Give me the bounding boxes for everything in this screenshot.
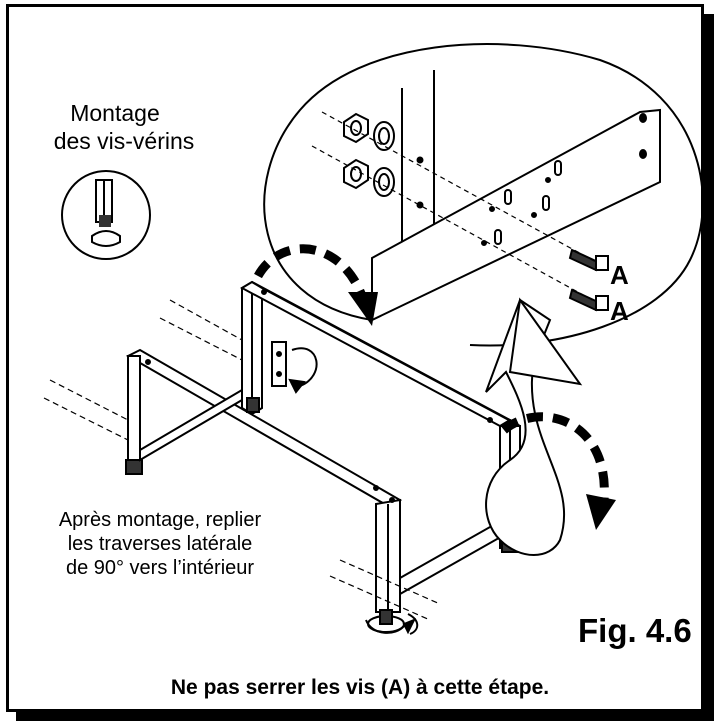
- instruction-line-3: de 90° vers l’intérieur: [65, 557, 255, 579]
- figure-number: Fig. 4.6: [578, 612, 692, 649]
- frame-structure: [125, 280, 521, 633]
- fold-arrow: [485, 298, 566, 556]
- alignment-guides: [43, 299, 441, 621]
- zoom-detail-bubble: [263, 43, 704, 347]
- montage-subtitle: des vis-vérins: [53, 128, 195, 154]
- instruction-line-2: les traverses latérale: [67, 533, 253, 555]
- bolt-label-a-top: A: [610, 260, 629, 290]
- warning-caption: Ne pas serrer les vis (A) à cette étape.: [170, 676, 550, 699]
- frame-shadow-bottom: [16, 712, 714, 721]
- fold-motion-arrows: [254, 244, 609, 501]
- instruction-text: Après montage, replier les traverses lat…: [30, 508, 290, 580]
- bolt-label-a-bottom: A: [610, 296, 629, 326]
- frame-shadow-right: [704, 14, 714, 716]
- instruction-line-1: Après montage, replier: [58, 509, 262, 531]
- leveling-foot-detail: [61, 170, 151, 260]
- foot-rotation-arrow: [365, 619, 405, 634]
- rotation-arrow: [291, 347, 318, 387]
- montage-title: Montage: [70, 100, 160, 126]
